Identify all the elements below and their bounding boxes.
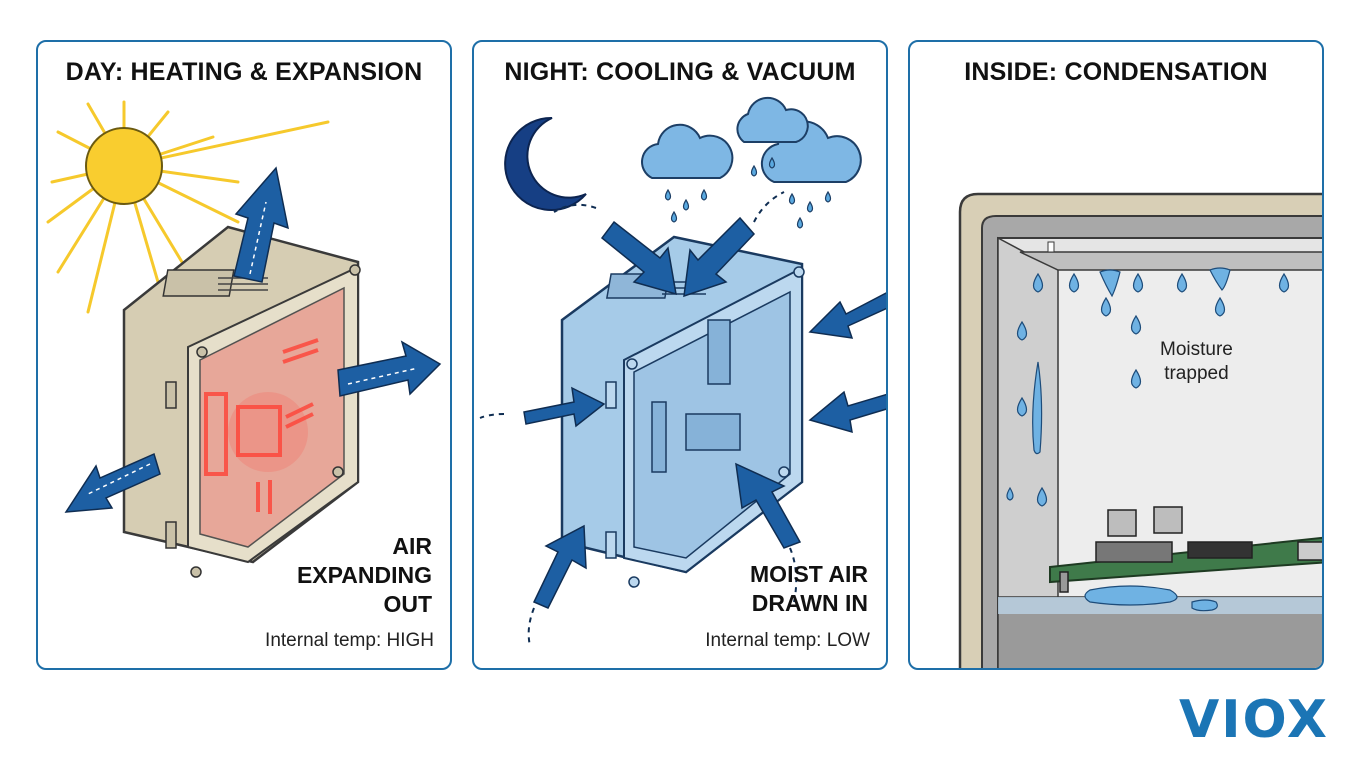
callout-line: EXPANDING — [296, 562, 432, 588]
night-panel: NIGHT: COOLING & VACUUM MOIST AIR DRAWN … — [472, 40, 888, 670]
callout-line: DRAWN IN — [751, 590, 868, 616]
water-drop-icon — [664, 156, 832, 229]
annotation-line: Moisture — [1160, 339, 1233, 360]
callout-line: OUT — [383, 591, 432, 617]
water-drop-icon — [1006, 267, 1290, 612]
night-title: NIGHT: COOLING & VACUUM — [504, 58, 856, 86]
day-title: DAY: HEATING & EXPANSION — [65, 58, 423, 86]
day-temp-label: Internal temp: HIGH — [265, 630, 434, 651]
moon-icon — [504, 116, 587, 211]
callout-line: AIR — [392, 533, 432, 559]
air-in-arrows — [523, 216, 886, 609]
heat-glow — [204, 338, 319, 514]
circuit-board — [1049, 506, 1322, 593]
callout-line: MOIST AIR — [750, 561, 868, 587]
night-illustration — [479, 96, 886, 647]
sun-icon — [46, 100, 330, 314]
day-panel: DAY: HEATING & EXPANSION AIR EXPANDING O… — [36, 40, 452, 670]
day-callout: AIR EXPANDING OUT — [297, 532, 432, 619]
day-illustration — [46, 100, 442, 578]
inside-panel: INSIDE: CONDENSATION Moisture trapped — [908, 40, 1324, 670]
rain-cloud-icon — [641, 96, 862, 183]
moisture-annotation: Moisture trapped — [1160, 338, 1233, 386]
inside-title: INSIDE: CONDENSATION — [964, 58, 1268, 86]
night-temp-label: Internal temp: LOW — [705, 630, 870, 651]
annotation-line: trapped — [1164, 363, 1229, 384]
inside-illustration — [958, 192, 1322, 668]
day-enclosure — [122, 225, 361, 578]
night-callout: MOIST AIR DRAWN IN — [750, 560, 868, 618]
night-enclosure — [560, 235, 805, 588]
brand-logo: VIOX — [1178, 690, 1329, 750]
